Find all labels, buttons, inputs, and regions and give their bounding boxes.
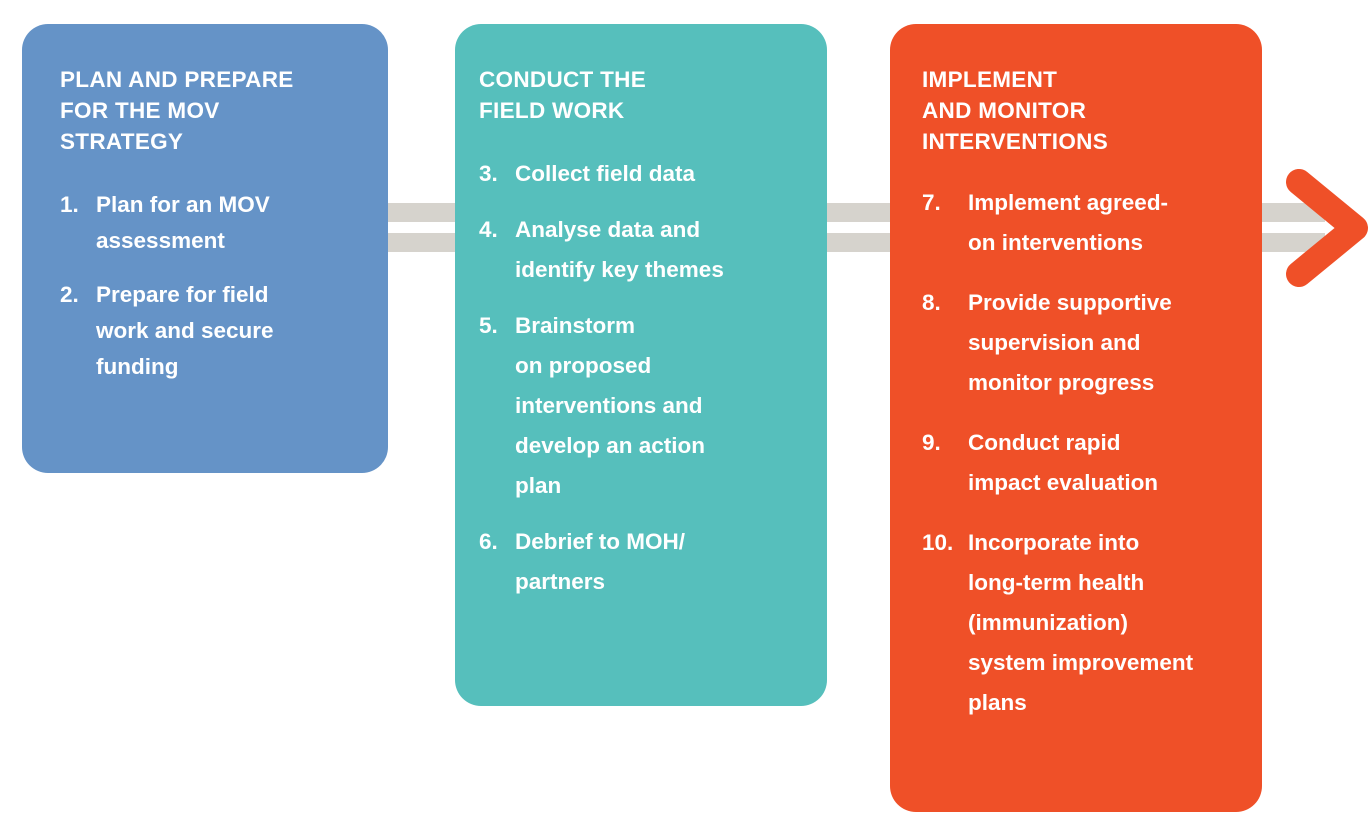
stage-box-plan-and-prepare: PLAN AND PREPARE FOR THE MOV STRATEGY 1.… — [22, 24, 388, 473]
list-item: 7. Implement agreed- on interventions — [922, 183, 1240, 263]
step-text: Provide supportive supervision and monit… — [968, 290, 1172, 395]
stage-box-implement-and-monitor: IMPLEMENT AND MONITOR INTERVENTIONS 7. I… — [890, 24, 1262, 812]
step-text: Prepare for field work and secure fundin… — [96, 282, 274, 379]
step-number: 9. — [922, 430, 941, 455]
step-number: 2. — [60, 282, 79, 307]
connector-bar-1-bottom — [388, 233, 468, 252]
stage-title-conduct-field-work: CONDUCT THE FIELD WORK — [479, 67, 647, 123]
step-text: Plan for an MOV assessment — [96, 192, 270, 253]
list-item: 8. Provide supportive supervision and mo… — [922, 283, 1240, 403]
step-text: Collect field data — [515, 161, 696, 186]
step-number: 10. — [922, 530, 954, 555]
step-number: 7. — [922, 190, 941, 215]
step-number: 1. — [60, 192, 79, 217]
list-item: 4. Analyse data and identify key themes — [479, 210, 805, 290]
step-text: Debrief to MOH/ partners — [515, 529, 686, 594]
step-number: 3. — [479, 161, 498, 186]
step-number: 6. — [479, 529, 498, 554]
list-item: 3. Collect field data — [479, 154, 805, 194]
step-list-conduct-field-work: 3. Collect field data 4. Analyse data an… — [479, 154, 805, 602]
stage-title-implement-and-monitor: IMPLEMENT AND MONITOR INTERVENTIONS — [922, 67, 1109, 154]
list-item: 10. Incorporate into long-term health (i… — [922, 523, 1240, 723]
connector-bar-3-bottom — [1255, 233, 1325, 252]
connector-bar-2-bottom — [820, 233, 900, 252]
step-list-implement-and-monitor: 7. Implement agreed- on interventions 8.… — [922, 183, 1240, 723]
step-text: Incorporate into long-term health (immun… — [968, 530, 1194, 715]
connector-bar-1-top — [388, 203, 468, 222]
stage-box-conduct-field-work: CONDUCT THE FIELD WORK 3. Collect field … — [455, 24, 827, 706]
list-item: 9. Conduct rapid impact evaluation — [922, 423, 1240, 503]
flow-arrow-right-icon — [1286, 169, 1368, 287]
step-list-plan-and-prepare: 1. Plan for an MOV assessment 2. Prepare… — [60, 187, 362, 385]
step-number: 8. — [922, 290, 941, 315]
stage-title-plan-and-prepare: PLAN AND PREPARE FOR THE MOV STRATEGY — [60, 67, 294, 154]
step-text: Implement agreed- on interventions — [968, 190, 1169, 255]
step-number: 5. — [479, 313, 498, 338]
list-item: 6. Debrief to MOH/ partners — [479, 522, 805, 602]
connector-bar-3-top — [1255, 203, 1325, 222]
list-item: 5. Brainstorm on proposed interventions … — [479, 306, 805, 506]
list-item: 1. Plan for an MOV assessment — [60, 187, 362, 259]
step-text: Conduct rapid impact evaluation — [968, 430, 1159, 495]
list-item: 2. Prepare for field work and secure fun… — [60, 277, 362, 385]
step-text: Analyse data and identify key themes — [515, 217, 724, 282]
step-text: Brainstorm on proposed interventions and… — [515, 313, 706, 498]
connector-bar-2-top — [820, 203, 900, 222]
step-number: 4. — [479, 217, 498, 242]
